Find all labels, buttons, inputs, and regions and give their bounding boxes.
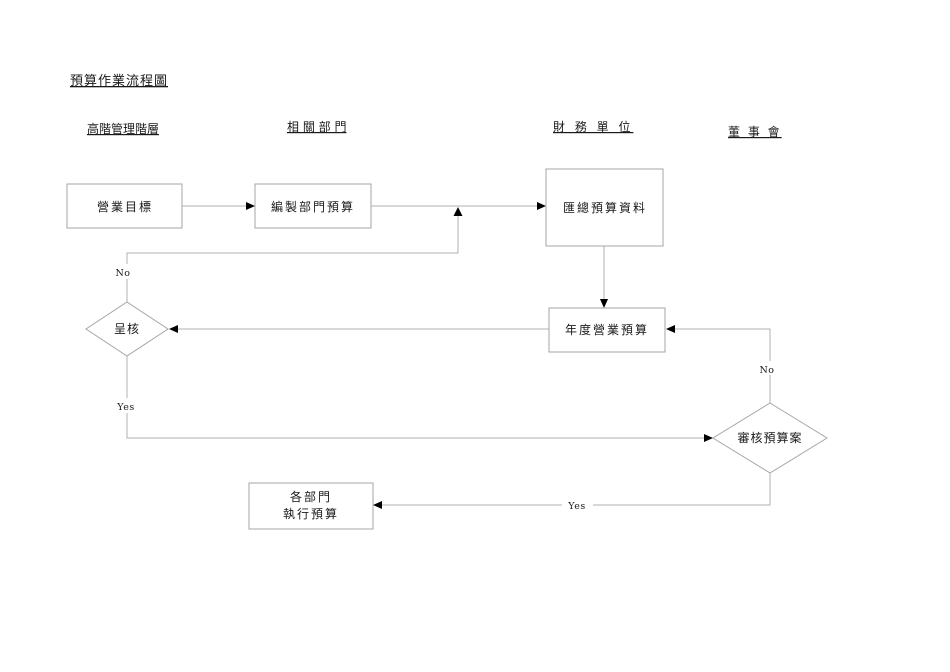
edge-review-no-return <box>675 328 771 403</box>
column-header-board: 董 事 會 <box>728 125 782 139</box>
node-business-goal: 營業目標 <box>66 183 183 229</box>
arrowhead-into-annual-right <box>666 325 675 333</box>
arrowhead-into-consolidate <box>537 202 546 210</box>
node-depts-execute-budget-label-line1: 各部門 <box>290 489 332 504</box>
arrowhead-into-submit-diamond <box>169 325 178 333</box>
node-prepare-dept-budget-box <box>254 183 372 229</box>
decision-submit-for-approval-label: 呈核 <box>114 322 140 336</box>
arrowhead-into-prepare <box>246 202 255 210</box>
column-header-finance: 財 務 單 位 <box>553 119 633 134</box>
arrowhead-into-execute-box <box>373 501 382 509</box>
node-depts-execute-budget: 各部門 執行預算 <box>248 482 374 530</box>
node-depts-execute-budget-box <box>248 482 374 530</box>
column-header-management: 高階管理階層 <box>87 121 159 136</box>
arrowhead-into-review-diamond <box>704 434 713 442</box>
page-title: 預算作業流程圖 <box>70 73 168 89</box>
edge-label-bg-submit-yes <box>111 398 142 413</box>
edge-label-bg-submit-no <box>111 264 136 279</box>
arrowhead-into-annual-top <box>600 299 608 308</box>
node-prepare-dept-budget-label: 編製部門預算 <box>271 199 355 214</box>
decision-submit-for-approval-shape <box>85 301 169 357</box>
arrowhead-submit-no-junction <box>453 207 463 216</box>
edge-label-review-no: No <box>759 365 774 376</box>
edge-label-bg-review-yes <box>562 498 593 512</box>
edge-label-review-yes: Yes <box>567 501 585 512</box>
node-consolidate-budget-data-label: 匯總預算資料 <box>563 200 647 215</box>
edge-submit-no-return <box>126 216 459 302</box>
node-annual-operating-budget-box <box>548 307 666 353</box>
node-annual-operating-budget-label: 年度營業預算 <box>565 322 649 337</box>
decision-review-budget-proposal-shape <box>712 402 828 474</box>
edge-label-bg-review-no <box>754 361 780 375</box>
node-consolidate-budget-data-box <box>545 168 664 247</box>
decision-submit-for-approval: 呈核 <box>85 301 169 357</box>
edge-label-submit-yes: Yes <box>116 402 134 413</box>
node-business-goal-label: 營業目標 <box>97 200 153 214</box>
edge-label-submit-no: No <box>115 268 130 279</box>
node-depts-execute-budget-label-line2: 執行預算 <box>283 506 339 521</box>
node-consolidate-budget-data: 匯總預算資料 <box>545 168 664 247</box>
decision-review-budget-proposal: 審核預算案 <box>712 402 828 474</box>
node-annual-operating-budget: 年度營業預算 <box>548 307 666 353</box>
column-header-related-depts: 相 關 部 門 <box>287 119 346 134</box>
decision-review-budget-proposal-label: 審核預算案 <box>737 430 802 445</box>
node-business-goal-box <box>66 183 183 229</box>
edge-review-yes-to-execute <box>382 473 771 506</box>
node-prepare-dept-budget: 編製部門預算 <box>254 183 372 229</box>
edge-submit-yes-to-review <box>126 356 704 439</box>
